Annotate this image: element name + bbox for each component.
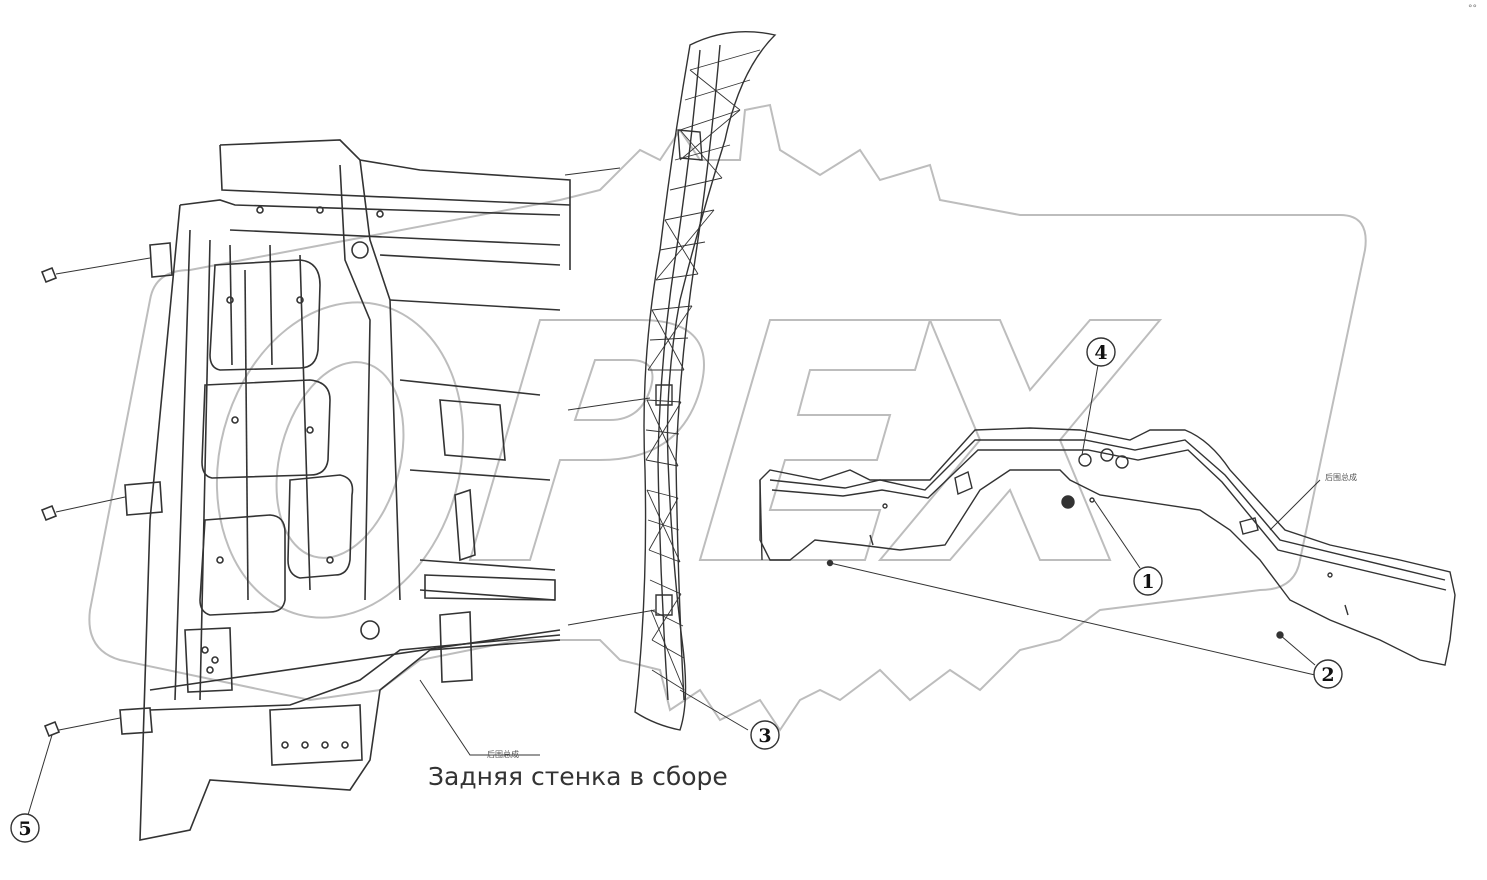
callout-5: 5 xyxy=(10,813,40,843)
callout-3: 3 xyxy=(750,720,780,750)
corner-mark: °° xyxy=(1468,4,1477,14)
callout-2: 2 xyxy=(1313,659,1343,689)
callout-4: 4 xyxy=(1086,337,1116,367)
callout-1: 1 xyxy=(1133,566,1163,596)
note-left: 后围总成 xyxy=(487,750,519,759)
rear-wall-panel xyxy=(40,139,571,841)
rear-grille-strip xyxy=(634,31,777,731)
leader-lines xyxy=(27,167,1321,816)
callout-5-label: 5 xyxy=(18,818,31,840)
callout-2-label: 2 xyxy=(1321,664,1334,686)
callout-1-label: 1 xyxy=(1141,571,1154,593)
diagram-caption: Задняя стенка в сборе xyxy=(428,762,728,791)
watermark-logo xyxy=(88,103,1367,732)
sill-bracket xyxy=(759,427,1456,666)
note-right: 后围总成 xyxy=(1325,473,1357,482)
callout-4-label: 4 xyxy=(1094,342,1107,364)
callout-3-label: 3 xyxy=(758,725,771,747)
